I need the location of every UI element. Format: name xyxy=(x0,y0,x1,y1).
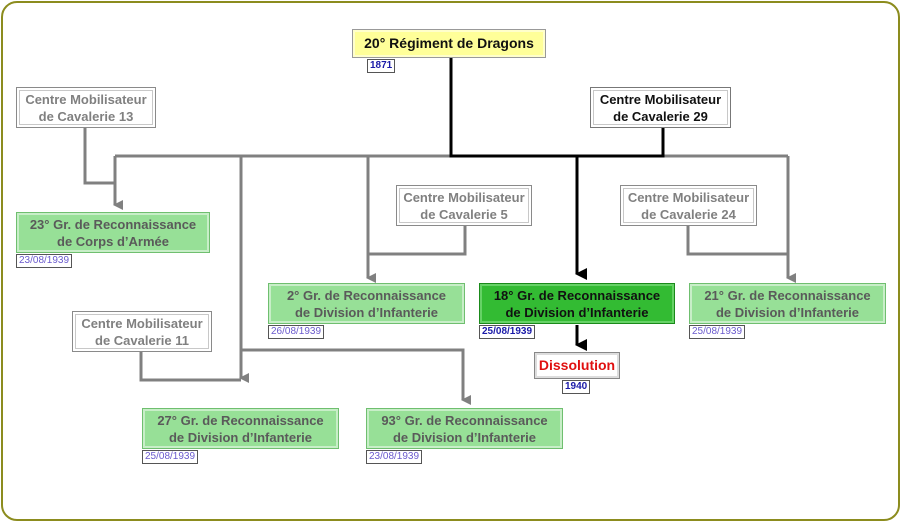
centre-cavalerie-13: Centre Mobilisateur de Cavalerie 13 xyxy=(16,87,156,128)
line-root xyxy=(449,57,665,158)
dissolution-date: 1940 xyxy=(562,380,591,394)
line-c11 xyxy=(139,350,241,382)
line-c13 xyxy=(83,127,115,185)
unit-21-date: 25/08/1939 xyxy=(689,325,746,339)
root-date: 1871 xyxy=(367,59,396,73)
line-c5 xyxy=(368,226,467,256)
line-c24 xyxy=(686,226,788,256)
regiment-root: 20° Régiment de Dragons xyxy=(352,29,546,58)
unit-23-gr: 23° Gr. de Reconnaissance de Corps d’Arm… xyxy=(16,212,210,253)
unit-18-gr: 18° Gr. de Reconnaissance de Division d’… xyxy=(479,283,675,324)
line-to-93 xyxy=(241,348,471,405)
unit-2-gr: 2° Gr. de Reconnaissance de Division d’I… xyxy=(268,283,465,324)
unit-27-date: 25/08/1939 xyxy=(142,450,199,464)
unit-93-date: 23/08/1939 xyxy=(366,450,423,464)
dissolution-box: Dissolution xyxy=(534,352,620,379)
centre-cavalerie-5: Centre Mobilisateur de Cavalerie 5 xyxy=(396,185,532,226)
unit-2-date: 26/08/1939 xyxy=(268,325,325,339)
centre-cavalerie-11: Centre Mobilisateur de Cavalerie 11 xyxy=(72,311,212,352)
unit-18-date: 25/08/1939 xyxy=(479,325,536,339)
centre-cavalerie-24: Centre Mobilisateur de Cavalerie 24 xyxy=(620,185,757,226)
unit-21-gr: 21° Gr. de Reconnaissance de Division d’… xyxy=(689,283,886,324)
centre-cavalerie-29: Centre Mobilisateur de Cavalerie 29 xyxy=(590,87,731,128)
unit-27-gr: 27° Gr. de Reconnaissance de Division d’… xyxy=(142,408,339,449)
unit-93-gr: 93° Gr. de Reconnaissance de Division d’… xyxy=(366,408,563,449)
unit-23-date: 23/08/1939 xyxy=(16,254,73,268)
